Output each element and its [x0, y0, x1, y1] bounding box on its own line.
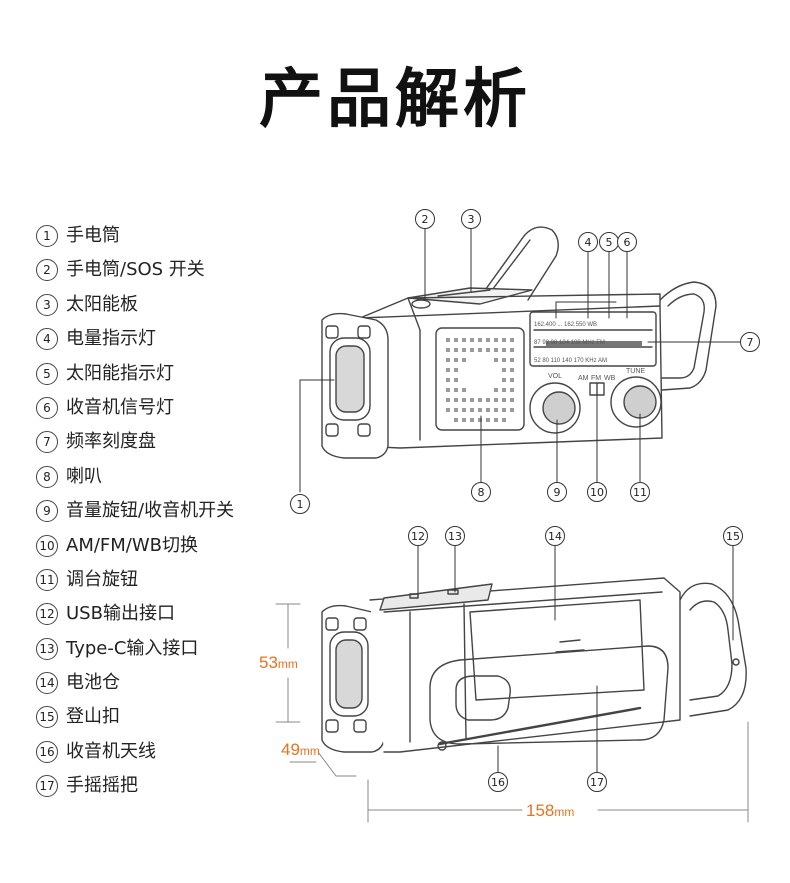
legend-item-9: 9 音量旋钮/收音机开关 [36, 499, 234, 533]
legend-label: Type-C输入接口 [66, 637, 199, 659]
legend-number: 15 [36, 706, 58, 729]
legend-item-8: 8 喇叭 [36, 465, 234, 499]
legend-label: 调台旋钮 [66, 568, 138, 590]
legend-item-4: 4 电量指示灯 [36, 327, 234, 361]
callout-15: 15 [723, 526, 743, 546]
legend-number: 5 [36, 362, 58, 385]
legend-label: 登山扣 [66, 706, 120, 728]
callout-13: 13 [445, 526, 465, 546]
callout-9: 9 [547, 482, 567, 502]
legend-number: 2 [36, 259, 58, 282]
legend-number: 14 [36, 672, 58, 695]
band-wb-label: WB [604, 375, 616, 382]
legend-number: 13 [36, 637, 58, 660]
legend-label: 手电筒/SOS 开关 [66, 259, 205, 281]
callout-12: 12 [408, 526, 428, 546]
callout-3: 3 [461, 209, 481, 229]
legend-item-10: 10 AM/FM/WB切换 [36, 534, 234, 568]
callout-5: 5 [599, 232, 619, 252]
speaker-grille [446, 338, 514, 422]
vol-label: VOL [548, 373, 562, 380]
callout-2: 2 [415, 209, 435, 229]
legend-number: 4 [36, 328, 58, 351]
legend-label: 频率刻度盘 [66, 431, 156, 453]
legend-item-14: 14 电池仓 [36, 671, 234, 705]
legend-number: 1 [36, 225, 58, 247]
legend-item-16: 16 收音机天线 [36, 740, 234, 774]
legend-item-3: 3 太阳能板 [36, 293, 234, 327]
callout-4: 4 [578, 232, 598, 252]
dial-text: 162.400 ... 162.550 WB 87 92 98 104 108 … [534, 322, 645, 382]
legend-number: 11 [36, 568, 58, 591]
legend-label: 手摇摇把 [66, 775, 138, 797]
legend-item-7: 7 频率刻度盘 [36, 430, 234, 464]
depth-unit: mm [299, 744, 320, 758]
legend-number: 6 [36, 396, 58, 419]
callout-14: 14 [545, 526, 565, 546]
page-title: 产品解析 [259, 63, 531, 137]
callout-6: 6 [617, 232, 637, 252]
legend-item-13: 13 Type-C输入接口 [36, 637, 234, 671]
legend-item-17: 17 手摇摇把 [36, 774, 234, 808]
legend-number: 16 [36, 740, 58, 763]
depth-dimension: 49mm [281, 740, 320, 760]
callout-7: 7 [740, 332, 760, 352]
legend-item-15: 15 登山扣 [36, 705, 234, 739]
legend-number: 8 [36, 465, 58, 488]
front-view [321, 226, 717, 459]
legend-item-1: 1 手电筒 [36, 224, 234, 258]
legend-label: 电量指示灯 [66, 328, 156, 350]
legend-item-6: 6 收音机信号灯 [36, 396, 234, 430]
legend-item-5: 5 太阳能指示灯 [36, 362, 234, 396]
tune-label: TUNE [626, 368, 645, 375]
callout-11: 11 [630, 482, 650, 502]
band-am-label: AM [578, 375, 589, 382]
wb-scale-row: 162.400 ... 162.550 WB [534, 322, 597, 328]
depth-value: 49 [281, 740, 300, 759]
legend-item-2: 2 手电筒/SOS 开关 [36, 258, 234, 292]
height-dimension: 53mm [259, 653, 298, 673]
legend-label: 太阳能板 [66, 293, 138, 315]
legend-item-12: 12 USB输出接口 [36, 602, 234, 636]
legend-number: 12 [36, 603, 58, 626]
height-value: 53 [259, 653, 278, 672]
legend-number: 7 [36, 431, 58, 454]
length-unit: mm [554, 805, 575, 819]
legend-number: 9 [36, 500, 58, 523]
legend-label: USB输出接口 [66, 603, 175, 625]
fm-scale-row: 87 92 98 104 108 MHz FM [534, 340, 605, 346]
legend-number: 3 [36, 293, 58, 316]
dimension-lines [275, 603, 749, 823]
legend-label: 音量旋钮/收音机开关 [66, 500, 235, 522]
height-unit: mm [277, 657, 298, 671]
legend-item-11: 11 调台旋钮 [36, 568, 234, 602]
legend-label: 手电筒 [66, 225, 120, 246]
side-view [321, 577, 747, 753]
callout-16: 16 [488, 772, 508, 792]
legend-label: 收音机信号灯 [66, 396, 174, 418]
callout-8: 8 [471, 482, 491, 502]
leader-lines [299, 228, 741, 773]
legend-label: 收音机天线 [66, 740, 156, 762]
am-scale-row: 52 80 110 140 170 KHz AM [534, 358, 607, 364]
legend-number: 10 [36, 534, 58, 557]
band-fm-label: FM [591, 375, 601, 382]
legend-number: 17 [36, 775, 58, 798]
legend-label: AM/FM/WB切换 [66, 534, 199, 556]
legend-label: 电池仓 [66, 672, 120, 694]
legend-label: 太阳能指示灯 [66, 362, 174, 384]
callout-17: 17 [587, 772, 607, 792]
callout-10: 10 [587, 482, 607, 502]
callout-1: 1 [290, 494, 310, 514]
length-dimension: 158mm [526, 801, 574, 821]
length-value: 158 [526, 801, 555, 820]
legend-label: 喇叭 [66, 465, 102, 487]
